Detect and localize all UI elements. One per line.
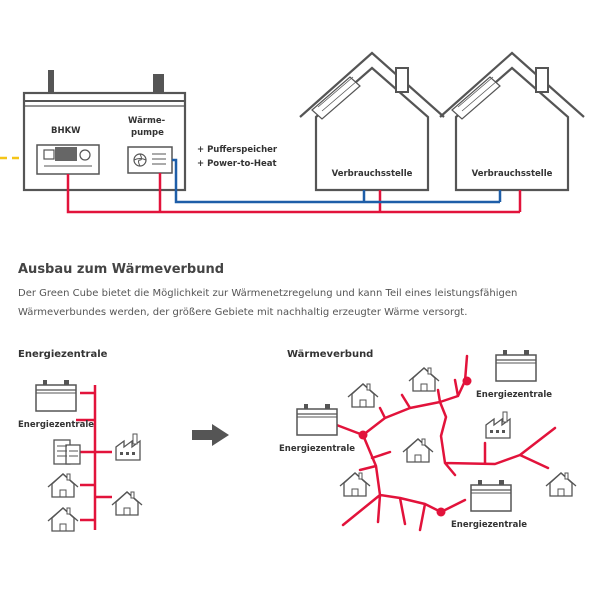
left-unit-label: Energiezentrale (18, 420, 94, 430)
waermepumpe-label-line2: pumpe (131, 128, 164, 138)
return-pipe-cold (172, 158, 502, 204)
section-description: Der Green Cube bietet die Möglichkeit zu… (18, 288, 518, 318)
house-1: Verbrauchsstelle (299, 51, 445, 192)
bhkw-label: BHKW (51, 126, 81, 136)
right-unit-1-label: Energiezentrale (476, 390, 552, 400)
waermepumpe-unit: Wärme- pumpe (127, 116, 173, 174)
right-container-icon-1 (495, 349, 537, 382)
network-node-1 (462, 376, 472, 386)
right-container-icon-2 (296, 403, 338, 436)
left-container-icon (35, 379, 77, 412)
right-title: Wärmeverbund (287, 349, 373, 360)
left-house-icon-2 (111, 491, 143, 516)
house-1-label: Verbrauchsstelle (332, 169, 413, 179)
right-house-icon-2 (408, 367, 440, 392)
right-container-icon-3 (470, 479, 512, 512)
extras-pufferspeicher: + Pufferspeicher (197, 145, 278, 155)
heat-network-lines (332, 354, 557, 532)
left-network-lines (76, 385, 112, 530)
right-unit-2-label: Energiezentrale (279, 444, 355, 454)
right-house-icon-4 (339, 472, 371, 497)
top-scene: BHKW Wärme- pumpe + Pufferspeicher + Pow… (0, 51, 585, 214)
supply-pipe-hot (66, 173, 522, 214)
arrow-right-icon (192, 424, 229, 446)
network-node-3 (436, 507, 446, 517)
factory-icon (115, 433, 141, 461)
section-heading: Ausbau zum Wärmeverbund (18, 262, 225, 277)
house-2-label: Verbrauchsstelle (472, 169, 553, 179)
right-house-icon-1 (347, 383, 379, 408)
bottom-left-scene: Energiezentrale Energiezentrale (18, 349, 143, 532)
left-title: Energiezentrale (18, 349, 108, 360)
right-unit-3-label: Energiezentrale (451, 520, 527, 530)
left-house-icon-3 (47, 507, 79, 532)
extras-power-to-heat: + Power-to-Heat (197, 159, 277, 169)
house-2: Verbrauchsstelle (439, 51, 585, 192)
bhkw-unit: BHKW (36, 126, 100, 175)
right-house-icon-3 (402, 438, 434, 463)
waermepumpe-label-line1: Wärme- (128, 116, 166, 126)
right-factory-icon (485, 411, 511, 439)
left-house-icon-1 (47, 473, 79, 498)
office-building-icon (53, 439, 81, 465)
network-node-2 (358, 430, 368, 440)
green-cube-container (22, 70, 187, 192)
bottom-right-scene: Wärmeverbund Energiezentrale Energiezent… (279, 349, 577, 532)
right-house-icon-5 (545, 472, 577, 497)
